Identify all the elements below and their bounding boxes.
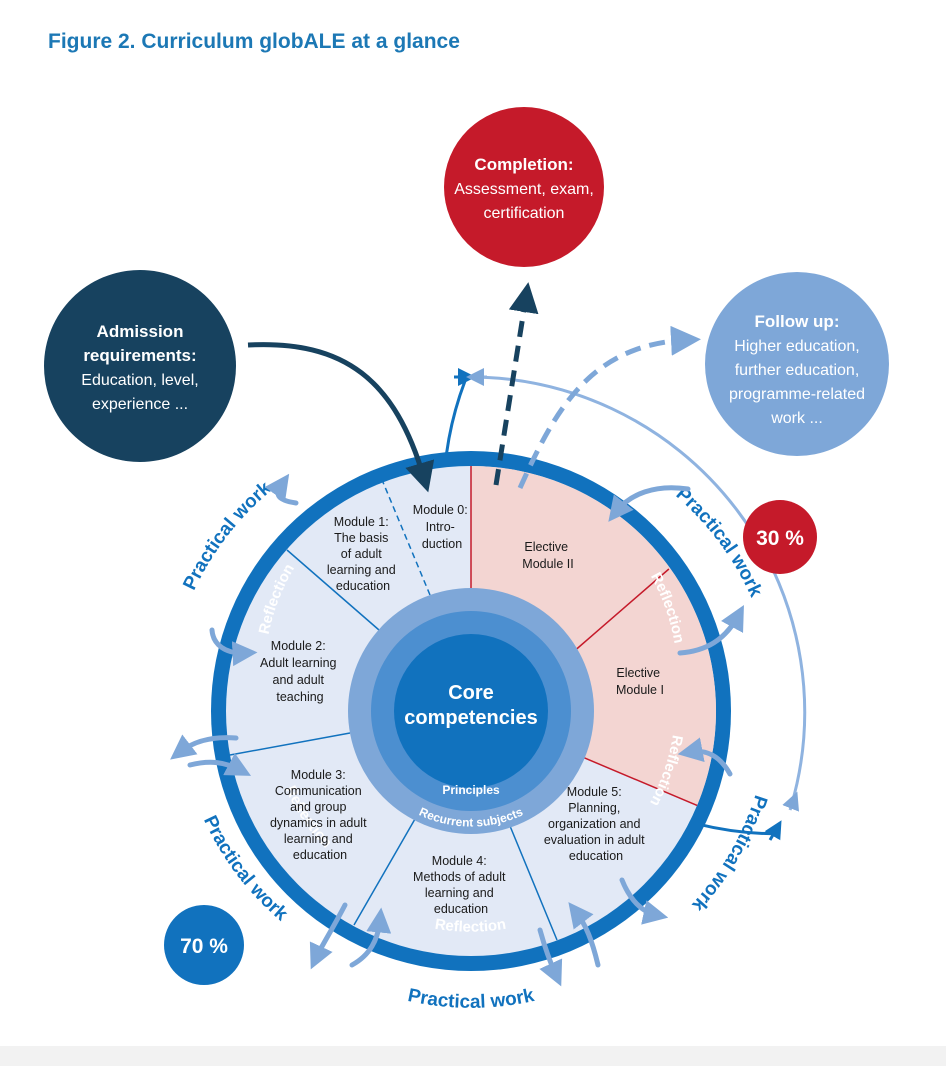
module-5-label: Module 5: Planning, organization and eva… [544, 785, 648, 863]
follow-up-line1: Higher education, [734, 338, 859, 355]
pw-arrow-upright-in [608, 485, 691, 522]
admission-heading-line2: requirements: [83, 346, 196, 365]
pw-arrow-right-out [677, 605, 744, 656]
pw-arrow-left-in [209, 627, 258, 667]
completion-line1: Assessment, exam, [454, 181, 594, 198]
elective-percentage: 30 % [756, 527, 804, 550]
follow-up-circle [705, 272, 889, 456]
pw-arrow-bottom-left-out [309, 902, 348, 970]
divider-e2-e1 [575, 568, 670, 651]
pw-arrow-bottom-right-in [568, 902, 601, 968]
practical-work-label-bottom: Practical work [406, 985, 536, 1013]
follow-up-line4: work ... [770, 410, 823, 427]
pw-arrow-left-in-2 [187, 753, 252, 776]
divider-m4-m3 [353, 818, 416, 926]
module-0-label: Module 0: Intro- duction [413, 503, 471, 551]
completion-circle [444, 107, 604, 267]
principles-label: Principles [442, 783, 500, 797]
core-label-line1: Core [448, 682, 494, 704]
completion-arrow [493, 282, 539, 486]
core-percentage: 70 % [180, 935, 228, 958]
outer-arc-right-arrowhead [782, 791, 800, 812]
pw-arrow-upleft-out [264, 473, 299, 506]
pw-arrow-bottom-right-out [537, 927, 563, 987]
follow-up-heading: Follow up: [755, 312, 840, 331]
reflection-label-bottom: Reflection [434, 916, 507, 936]
core-percentage-badge [164, 905, 244, 985]
bottom-strip [0, 1046, 946, 1066]
module-3-label: Module 3: Communication and group dynami… [270, 768, 370, 862]
module-2-label: Module 2: Adult learning and adult teach… [260, 639, 340, 704]
admission-heading-line1: Admission [97, 322, 184, 341]
pw-arrow-right-in [677, 737, 733, 777]
core-center [394, 634, 548, 788]
module-4-label: Module 4: Methods of adult learning and … [413, 854, 509, 916]
outer-arc-lowright-arrowhead [764, 820, 782, 841]
admission-line2: experience ... [92, 396, 188, 413]
completion-line2: certification [484, 205, 565, 222]
elective-module-2-label: Elective Module II [522, 540, 573, 571]
outer-cycle-arc-light [469, 375, 807, 806]
admission-arrow [247, 342, 435, 493]
page-title: Figure 2. Curriculum globALE at a glance [48, 30, 460, 53]
module-1-label: Module 1: The basis of adult learning an… [327, 515, 399, 593]
divider-m5-m4 [509, 825, 558, 941]
admission-circle [44, 270, 236, 462]
pw-arrow-left-out [170, 734, 239, 760]
admission-line1: Education, level, [81, 372, 198, 389]
pw-arrow-bottom-left-in [349, 907, 392, 968]
follow-up-line2: further education, [735, 362, 860, 379]
elective-percentage-badge [743, 500, 817, 574]
follow-up-line3: programme-related [729, 386, 865, 403]
core-label-line2: competencies [404, 707, 537, 729]
divider-m1-m0-dashed [379, 474, 431, 596]
divider-m2-m1 [286, 549, 380, 631]
pw-arrow-lowright-out [619, 877, 669, 925]
elective-module-1-label: Elective Module I [616, 666, 664, 697]
completion-heading: Completion: [474, 155, 573, 174]
follow-up-arrow [517, 325, 701, 490]
practical-work-arrows [170, 473, 744, 987]
divider-e1-m5 [583, 756, 698, 807]
divider-m3-m2 [229, 732, 351, 756]
